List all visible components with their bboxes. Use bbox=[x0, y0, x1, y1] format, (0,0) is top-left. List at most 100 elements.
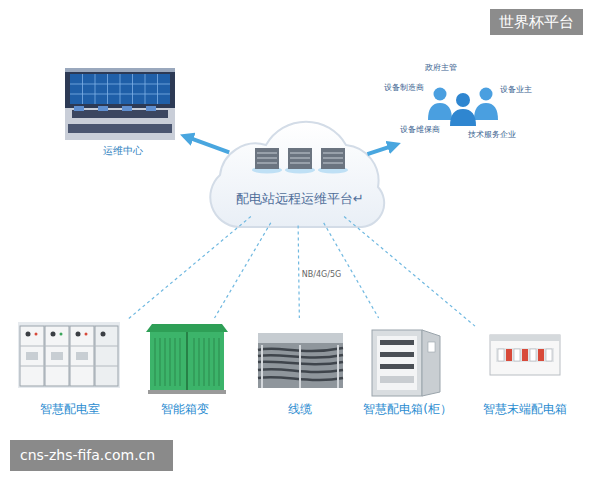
device-node: 智慧配电室 bbox=[12, 318, 127, 418]
control-room-photo bbox=[65, 68, 175, 140]
breaker bbox=[546, 349, 552, 361]
breaker-row bbox=[380, 352, 414, 357]
person-head bbox=[434, 88, 447, 101]
cabinet-interior bbox=[377, 336, 417, 390]
box-body bbox=[490, 335, 560, 375]
breaker bbox=[522, 349, 528, 361]
breaker-row bbox=[380, 364, 414, 369]
panel-meter bbox=[26, 332, 31, 337]
server-body bbox=[288, 148, 312, 169]
server-slots bbox=[323, 153, 343, 163]
panel-lamp bbox=[35, 333, 38, 336]
server-icon bbox=[252, 148, 282, 174]
panel-lamp bbox=[60, 333, 63, 336]
cloud-outline bbox=[210, 122, 384, 227]
console-desk bbox=[68, 124, 172, 133]
switchgear-panel bbox=[70, 326, 94, 386]
edge-label: NB/4G/5G bbox=[302, 270, 341, 280]
desk-monitor bbox=[146, 106, 156, 111]
desk-monitor bbox=[74, 106, 84, 111]
cloud-label: 配电站远程运维平台↵ bbox=[236, 191, 364, 207]
switchgear-panel bbox=[45, 326, 69, 386]
desk-monitor bbox=[122, 106, 132, 111]
server-icon bbox=[318, 148, 348, 174]
panel-divider bbox=[20, 346, 118, 366]
person-head bbox=[480, 88, 493, 101]
room-ceiling bbox=[65, 68, 175, 72]
stakeholder-label: 技术服务企业 bbox=[468, 130, 516, 140]
distribution-cabinet bbox=[372, 330, 440, 396]
stakeholder-group: 政府主管设备制造商 设备业主设备维保商技术服务企业 bbox=[380, 55, 560, 143]
server-slots bbox=[290, 153, 310, 163]
server-slots bbox=[257, 153, 277, 163]
tray-support bbox=[262, 345, 338, 388]
substation-door-gap bbox=[186, 332, 188, 390]
console-desk bbox=[72, 110, 168, 118]
person-body bbox=[474, 103, 498, 120]
device-label: 智能箱变 bbox=[140, 402, 230, 416]
person-body bbox=[428, 103, 452, 120]
cloud-platform: 配电站远程运维平台↵ bbox=[200, 115, 395, 240]
cabinet-body bbox=[372, 330, 422, 396]
breaker bbox=[498, 349, 504, 361]
photo-background bbox=[18, 322, 120, 388]
panel-meter bbox=[51, 332, 56, 337]
dashed-link bbox=[127, 216, 251, 319]
stakeholder-label: 设备制造商 bbox=[384, 83, 424, 93]
person-body bbox=[450, 109, 476, 126]
device-label: 智慧配电室 bbox=[12, 402, 127, 416]
stakeholder-label: 设备维保商 bbox=[400, 125, 440, 135]
panel-switch bbox=[26, 352, 38, 360]
device-node: 智慧配电箱(柜） bbox=[360, 318, 455, 418]
desk-monitor bbox=[98, 106, 108, 111]
operation-center: 运维中心 bbox=[60, 65, 180, 160]
breaker-row bbox=[380, 340, 414, 345]
breaker-rail bbox=[496, 348, 554, 362]
arrow-connector bbox=[188, 137, 230, 152]
dashed-link bbox=[344, 217, 475, 327]
panel-lamp bbox=[85, 333, 88, 336]
dashed-link bbox=[298, 225, 299, 318]
panel-switch bbox=[76, 352, 88, 360]
stakeholder-label: 设备业主 bbox=[500, 85, 532, 95]
panel-meter bbox=[101, 332, 106, 337]
door-label bbox=[428, 342, 435, 352]
node-label: 运维中心 bbox=[103, 145, 143, 157]
device-node: 线缆 bbox=[255, 318, 345, 418]
switchgear-panel bbox=[95, 326, 118, 386]
panel-switch bbox=[51, 352, 63, 360]
video-wall-grid bbox=[70, 74, 170, 104]
cabinet-door bbox=[422, 330, 440, 396]
terminal-block bbox=[380, 376, 414, 383]
breaker bbox=[538, 349, 544, 361]
substation-base bbox=[148, 390, 226, 394]
terminal-distribution-box bbox=[490, 335, 560, 375]
arrow-connector bbox=[367, 146, 393, 155]
device-label: 智慧配电箱(柜） bbox=[360, 402, 455, 416]
breaker bbox=[514, 349, 520, 361]
substation-body bbox=[150, 332, 224, 390]
device-label: 智慧末端配电箱 bbox=[475, 402, 575, 416]
device-label: 线缆 bbox=[255, 402, 345, 416]
breaker bbox=[530, 349, 536, 361]
stakeholder-label: 政府主管 bbox=[425, 63, 457, 73]
person-head bbox=[456, 93, 470, 107]
photo-background bbox=[258, 333, 343, 388]
watermark: cns-zhs-fifa.com.cn bbox=[10, 440, 173, 471]
server-body bbox=[321, 148, 345, 169]
substation-roof bbox=[146, 324, 228, 332]
people-icon bbox=[428, 88, 498, 127]
switchgear-panel bbox=[20, 326, 44, 386]
device-node: 智能箱变 bbox=[140, 318, 230, 418]
room-wall bbox=[65, 68, 175, 140]
breaker bbox=[506, 349, 512, 361]
video-wall bbox=[70, 74, 170, 104]
watermark: 世界杯平台 bbox=[490, 9, 583, 35]
cloud-shape bbox=[200, 115, 395, 240]
device-node: 智慧末端配电箱 bbox=[475, 318, 575, 418]
panel-meter bbox=[76, 332, 81, 337]
switchgear-room-photo bbox=[18, 322, 120, 388]
